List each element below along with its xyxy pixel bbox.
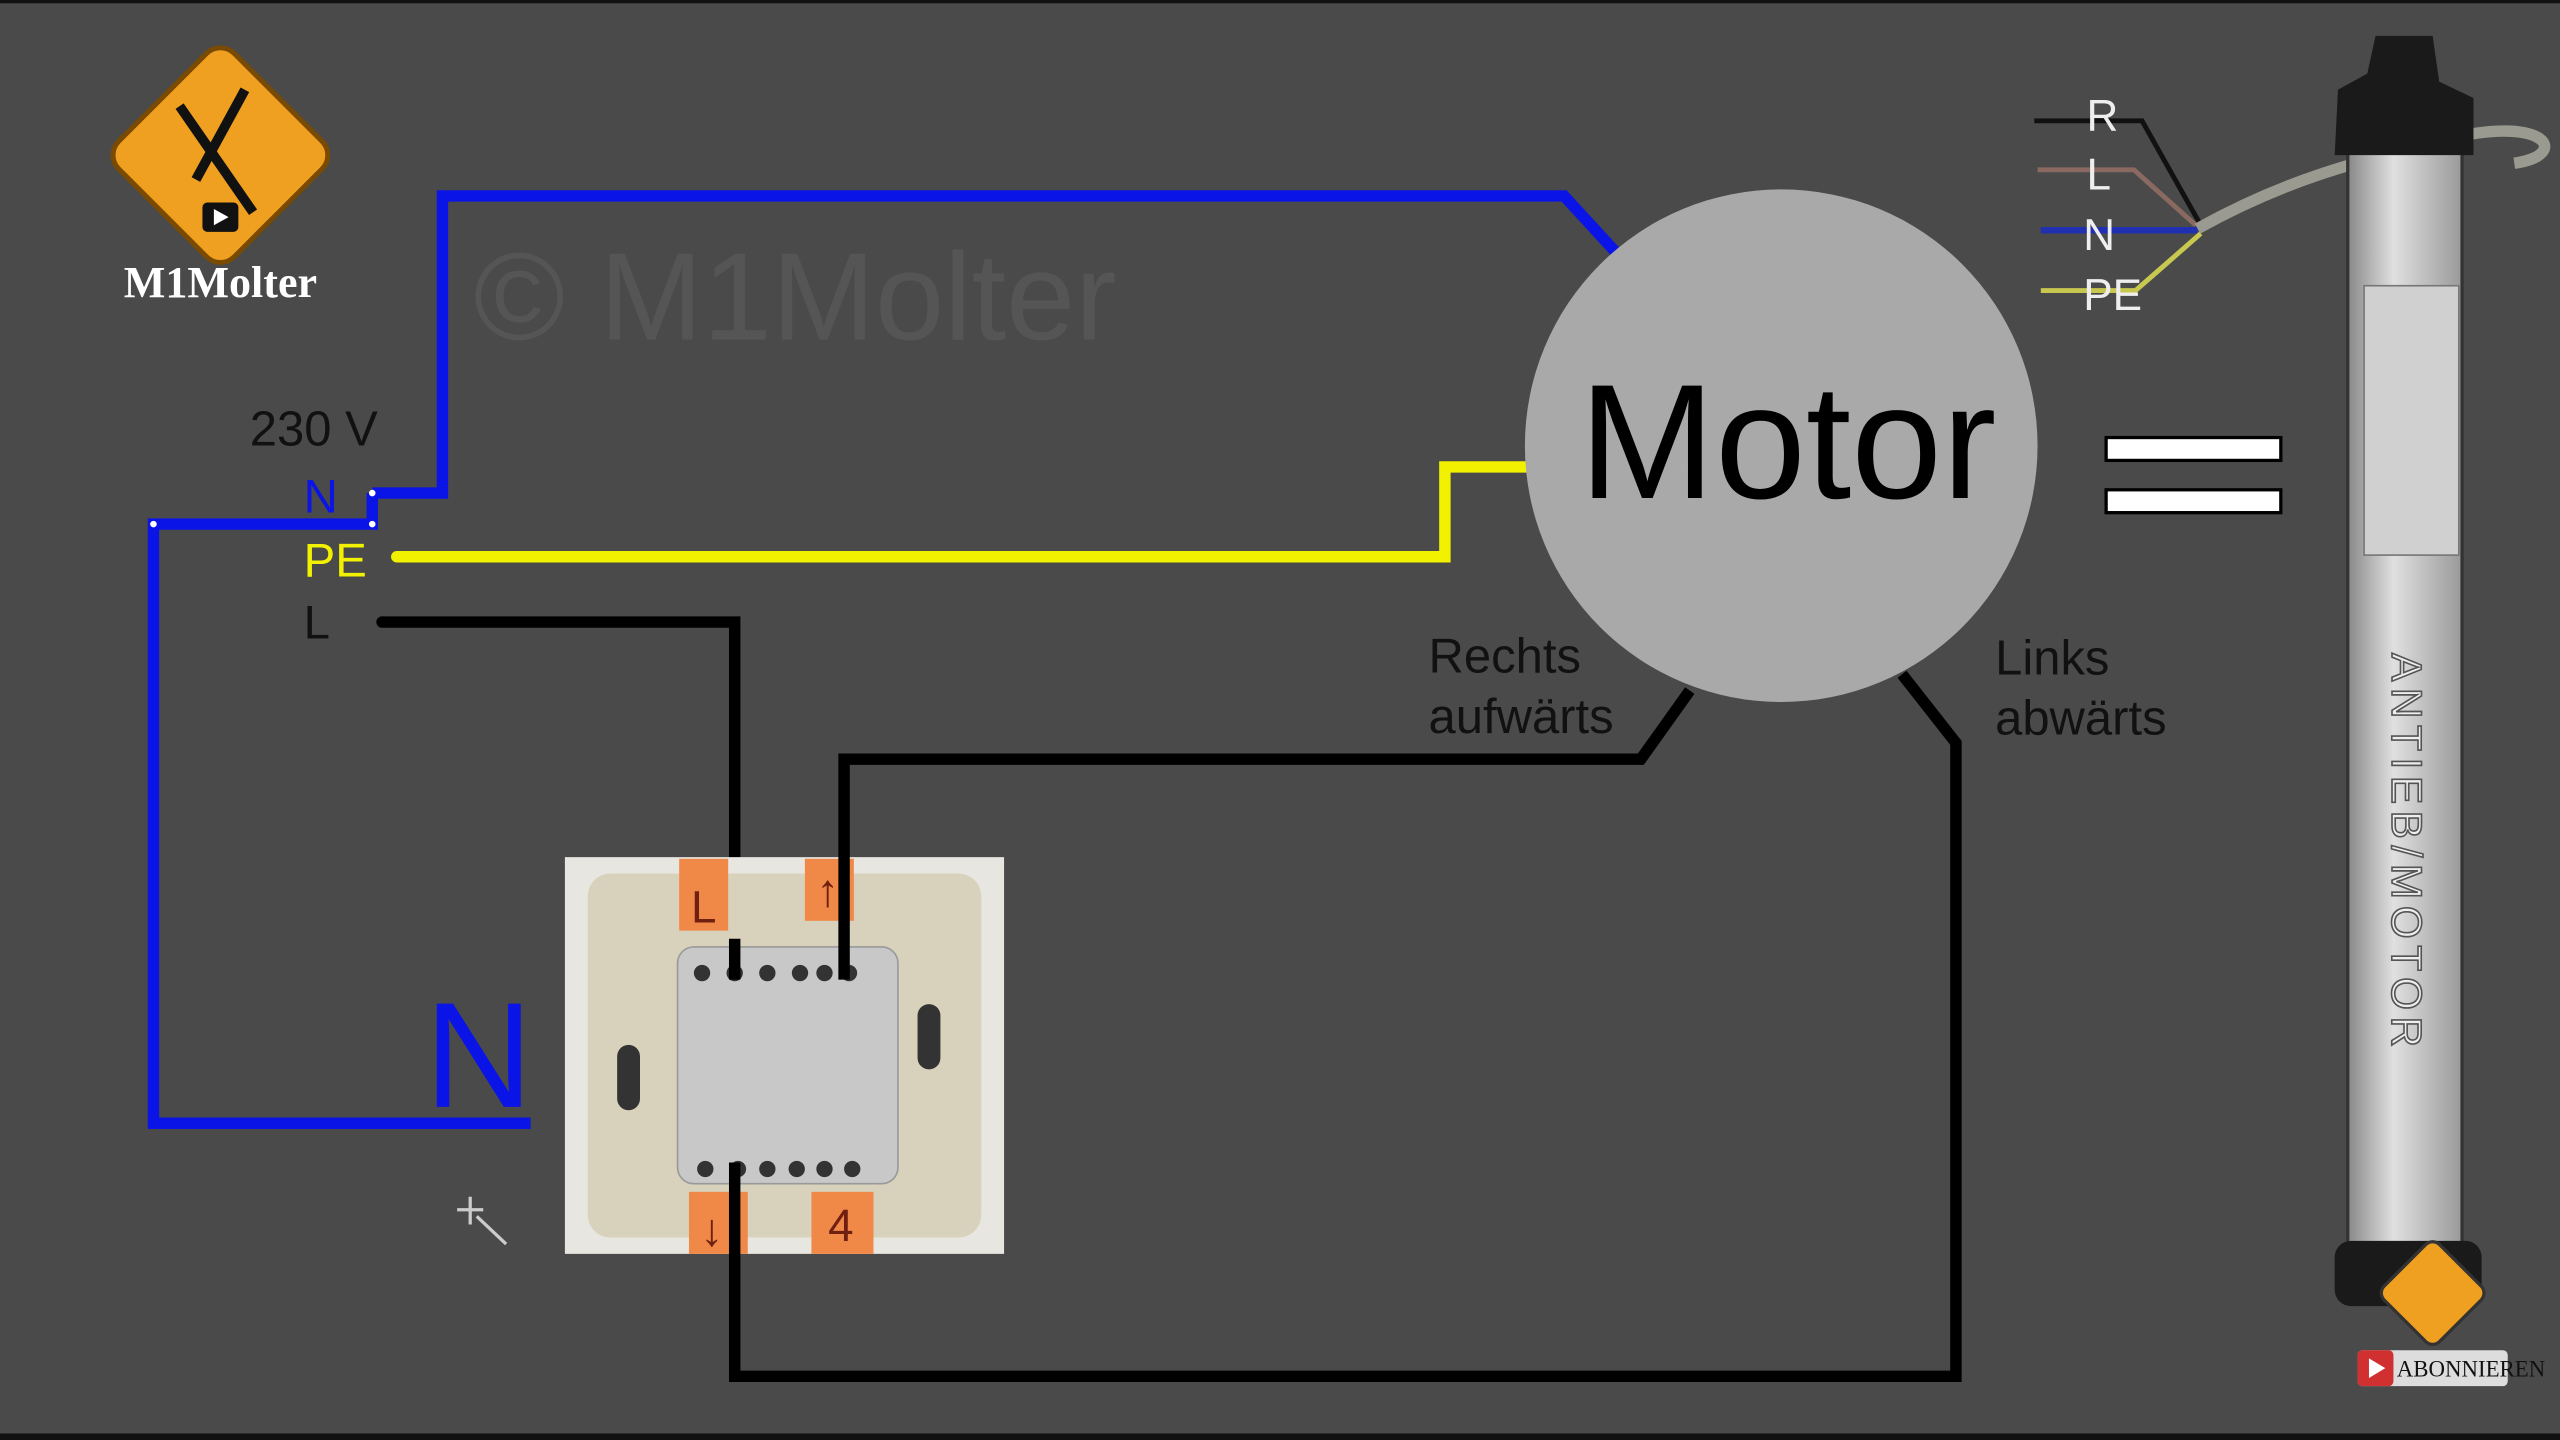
up-wire (838, 687, 1695, 980)
switch-label-up: ↑ (816, 865, 839, 916)
label-tag (811, 1191, 874, 1254)
equals-sign (2104, 435, 2283, 515)
links-label: Links (1995, 631, 2109, 685)
wire-l-label: L (2087, 150, 2112, 199)
switch-label-down: ↓ (700, 1205, 723, 1256)
wrench-icon (175, 103, 258, 216)
play-triangle-icon (213, 208, 229, 226)
neutral-wire-motor (372, 190, 1624, 499)
neutral-label: N (304, 471, 338, 524)
mouse-cursor-icon (457, 1196, 508, 1246)
earth-label: PE (304, 534, 367, 587)
logo-diamond-icon (110, 45, 331, 265)
youtube-play-icon (2368, 1358, 2386, 1378)
phase-label: L (304, 596, 330, 649)
rollershutter-switch: L ↑ ↓ 4 (564, 857, 1005, 1256)
label-tag (679, 858, 729, 931)
down-wire (728, 670, 1962, 1383)
watermark: © M1Molter (473, 229, 1116, 367)
wire-n-label: N (2083, 211, 2115, 260)
terminal-dot (150, 520, 157, 528)
subscribe-bg (2357, 1350, 2508, 1387)
aufwaerts-label: aufwärts (1429, 690, 1614, 744)
screwdriver-icon (191, 87, 250, 182)
tube-label: ANTIEB/MOTOR (2383, 653, 2430, 1054)
tube-motor-photo: ANTIEB/MOTOR (2334, 35, 2482, 1307)
motor-circle (1524, 189, 2038, 703)
terminal-dot (368, 489, 376, 497)
voltage-label: 230 V (250, 403, 378, 457)
terminal-dot (368, 520, 376, 528)
neutral-big-label: N (424, 971, 532, 1139)
subscribe-label: ABONNIEREN (2397, 1356, 2545, 1381)
rechts-label: Rechts (1429, 630, 1581, 684)
switch-label-4: 4 (828, 1200, 853, 1251)
channel-name: M1Molter (124, 258, 317, 307)
earth-wire (391, 461, 1534, 563)
top-border (0, 0, 2560, 4)
bottom-border (0, 1433, 2560, 1440)
wire-r-label: R (2087, 92, 2119, 141)
small-logo-icon (2379, 1240, 2486, 1347)
abwaerts-label: abwärts (1995, 692, 2166, 746)
switch-insert (676, 946, 899, 1185)
channel-logo[interactable]: M1Molter (105, 40, 336, 307)
wire-pe-label: PE (2083, 271, 2142, 320)
switch-label-l: L (691, 881, 716, 932)
subscribe-button[interactable]: ABONNIEREN (2357, 1238, 2546, 1387)
motor-label: Motor (1579, 350, 1996, 533)
